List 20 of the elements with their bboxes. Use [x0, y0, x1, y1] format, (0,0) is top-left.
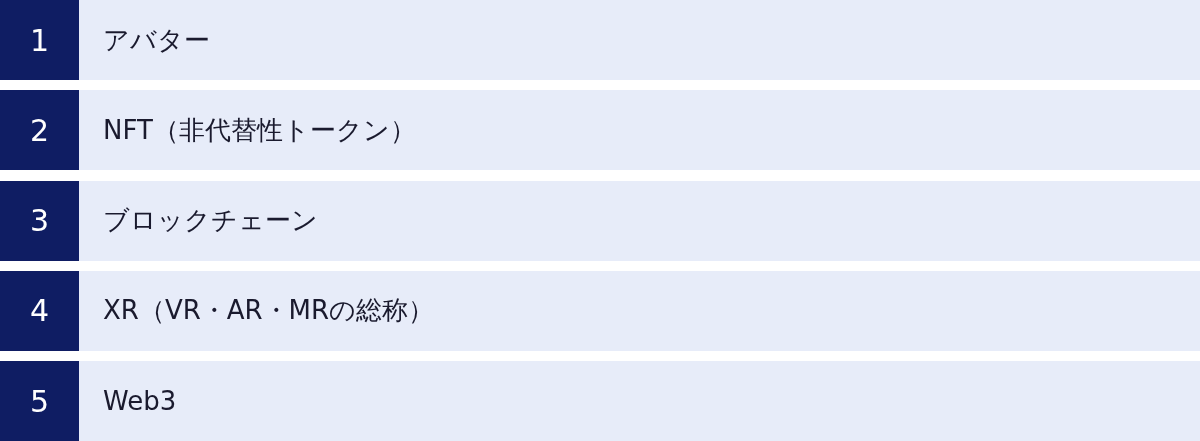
number-tab — [0, 180, 79, 261]
number-tab — [0, 0, 79, 80]
item-number: 2 — [29, 112, 50, 148]
number-tab — [0, 361, 79, 441]
item-number: 3 — [29, 203, 50, 238]
item-number: 4 — [29, 293, 50, 329]
item-band — [79, 0, 1200, 80]
item-label: ブロックチェーン — [103, 204, 318, 237]
number-tab — [0, 90, 79, 171]
item-label: XR（VR・AR・MRの総称） — [103, 294, 435, 328]
item-label: Web3 — [103, 386, 177, 416]
item-number: 5 — [29, 383, 50, 419]
item-number: 1 — [29, 22, 50, 58]
item-band — [79, 180, 1200, 261]
item-label: NFT（非代替性トークン） — [103, 113, 416, 147]
item-band — [79, 361, 1200, 441]
item-label: アバター — [103, 23, 210, 57]
number-tab — [0, 270, 79, 351]
item-band — [79, 90, 1200, 171]
item-band — [79, 270, 1200, 351]
